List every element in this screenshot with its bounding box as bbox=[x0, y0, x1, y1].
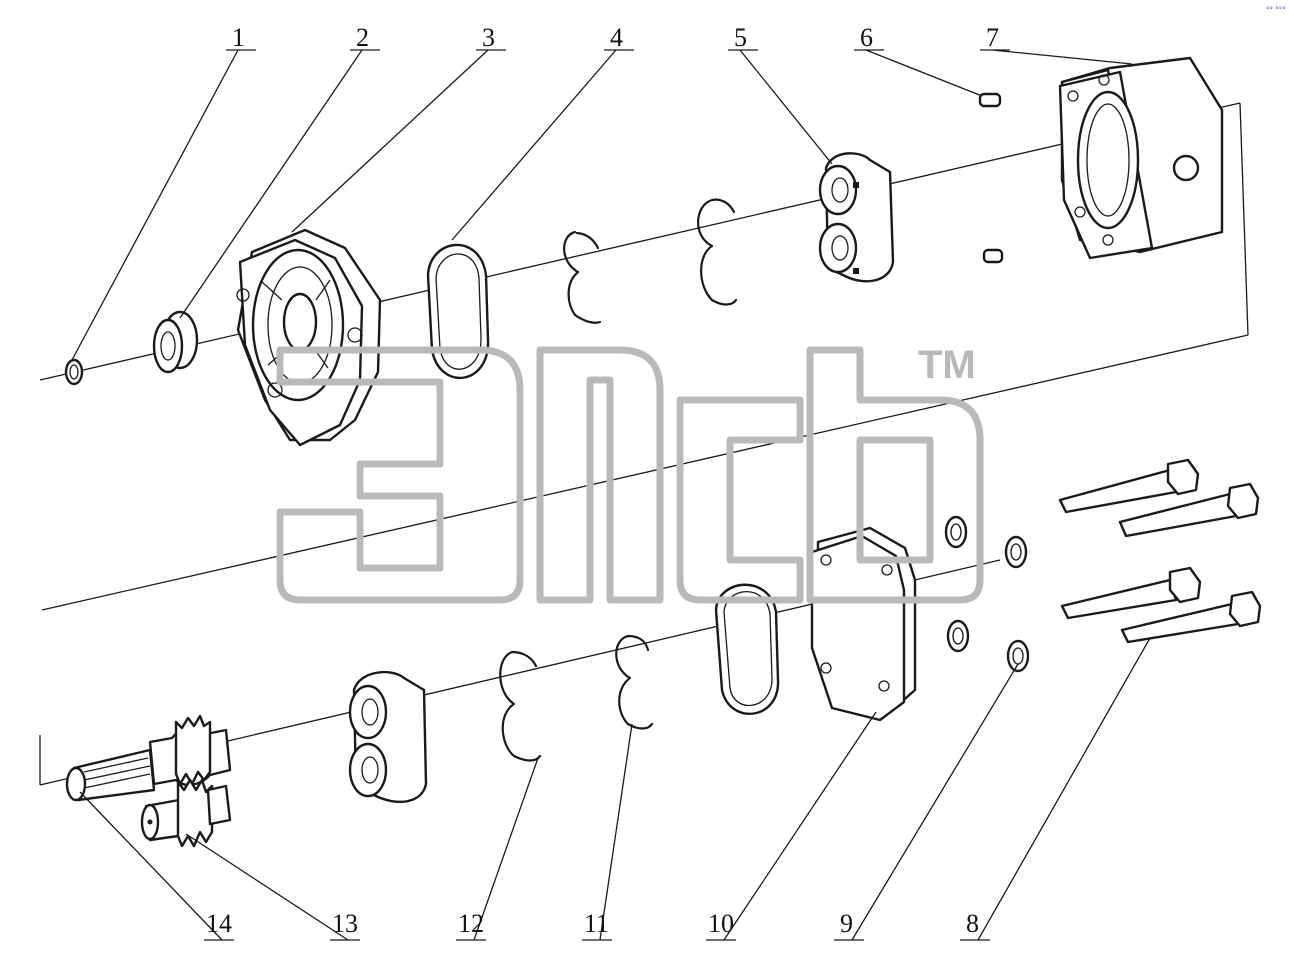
callout-9: 9 bbox=[840, 909, 853, 938]
leader-lines bbox=[71, 49, 1151, 941]
callout-7: 7 bbox=[986, 23, 999, 52]
callout-1: 1 bbox=[232, 23, 245, 52]
callout-12: 12 bbox=[458, 909, 484, 938]
o-ring-lower bbox=[714, 583, 780, 715]
callout-11: 11 bbox=[584, 909, 609, 938]
bolt-1 bbox=[1058, 458, 1200, 514]
callout-8: 8 bbox=[966, 909, 979, 938]
callout-3: 3 bbox=[482, 23, 495, 52]
watermark-logo: TM bbox=[276, 343, 984, 604]
callout-10: 10 bbox=[708, 909, 734, 938]
part-10-rear-cover bbox=[810, 526, 917, 722]
part-5-bushing-upper bbox=[818, 152, 895, 283]
upper-seal-clip-a bbox=[563, 230, 602, 324]
callout-13: 13 bbox=[332, 909, 358, 938]
part-14-drive-gear-shaft bbox=[65, 714, 232, 802]
part-3-front-flange bbox=[236, 228, 382, 447]
part-9-washers bbox=[944, 515, 1030, 673]
part-6-dowel-pins bbox=[978, 92, 1004, 264]
callout-4: 4 bbox=[610, 23, 623, 52]
upper-seal-clip-b bbox=[697, 198, 738, 306]
callout-6: 6 bbox=[860, 23, 873, 52]
part-8-bolts bbox=[1058, 458, 1262, 644]
bolt-3 bbox=[1060, 566, 1202, 620]
part-4-o-ring-upper bbox=[426, 243, 490, 379]
part-13-driven-gear-shaft bbox=[140, 778, 232, 848]
corner-mark: °° °°° bbox=[1266, 6, 1286, 14]
part-13-bushing-lower bbox=[348, 671, 428, 803]
part-7-pump-body bbox=[1058, 56, 1224, 260]
callout-5: 5 bbox=[734, 23, 747, 52]
callout-2: 2 bbox=[356, 23, 369, 52]
part-11-seal-clip-lower bbox=[615, 634, 654, 730]
bolt-2 bbox=[1118, 482, 1260, 538]
trademark-mark: TM bbox=[918, 343, 976, 387]
bolt-4 bbox=[1120, 590, 1262, 644]
callout-14: 14 bbox=[206, 909, 232, 938]
part-2-shaft-seal bbox=[152, 310, 199, 374]
part-1-snap-ring bbox=[64, 358, 84, 386]
part-12-seal-clip-lower bbox=[499, 650, 542, 762]
